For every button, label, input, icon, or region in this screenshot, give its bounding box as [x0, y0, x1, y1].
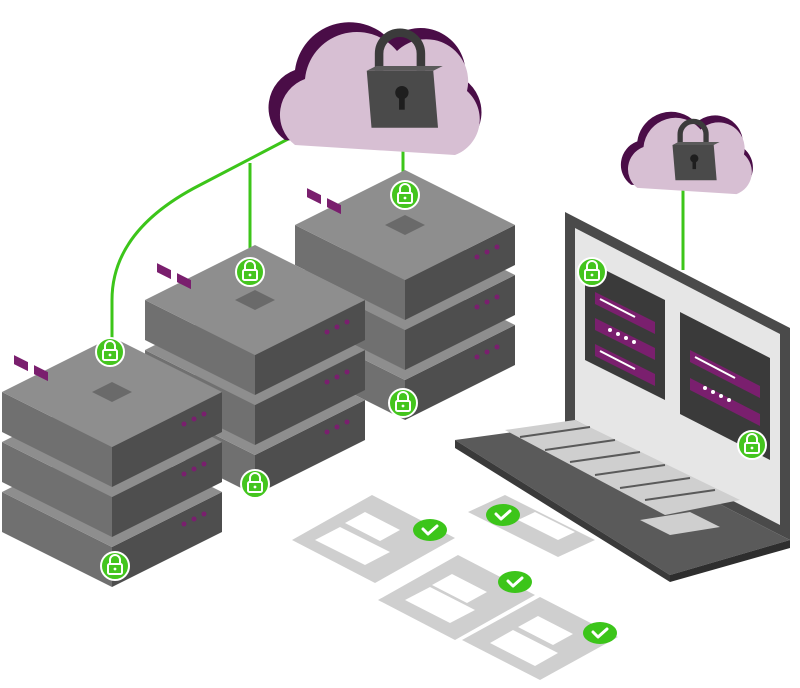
login-panel: [585, 260, 665, 400]
document-card-icon: [462, 597, 618, 680]
cloud-lock-icon: [268, 22, 482, 155]
laptop-icon: [455, 212, 790, 582]
document-card-icon: [378, 555, 535, 640]
cloud-lock-icon: [620, 111, 753, 195]
document-card-icon: [292, 495, 455, 583]
login-panel: [680, 312, 770, 460]
